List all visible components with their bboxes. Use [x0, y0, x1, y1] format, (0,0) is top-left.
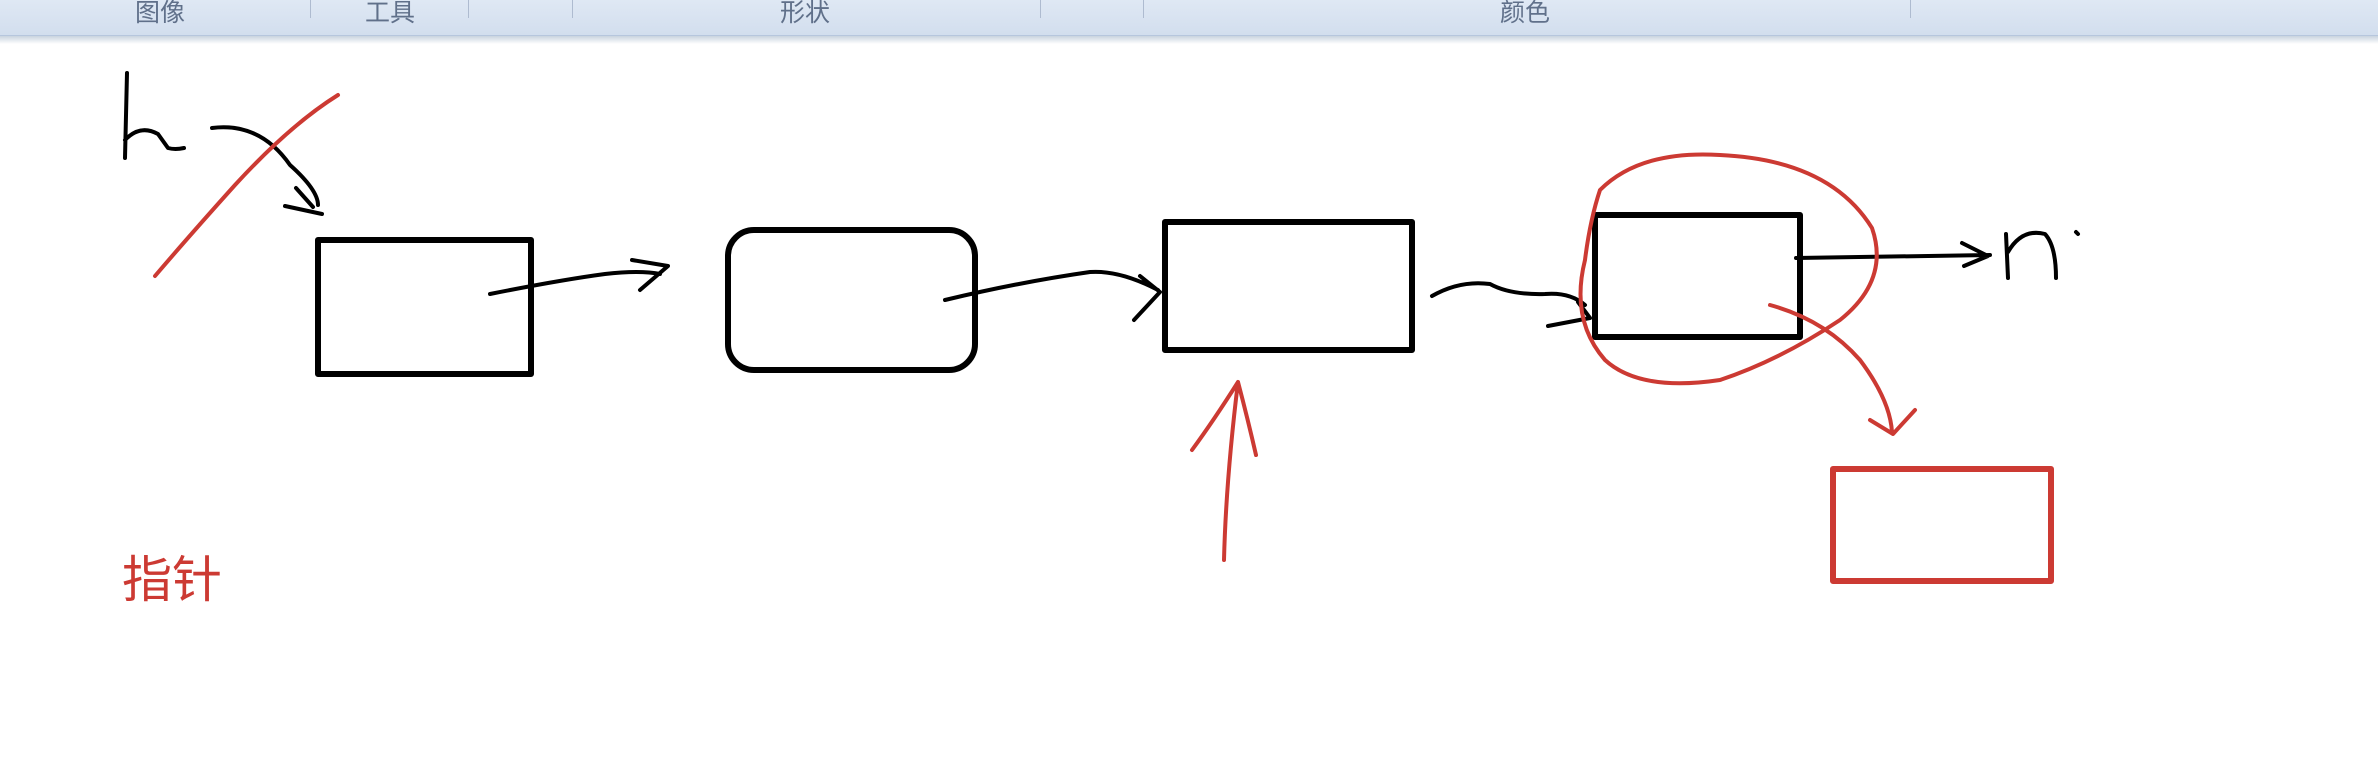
arrow-node4-to-null — [1794, 241, 1992, 268]
list-node-4 — [1592, 212, 1803, 340]
ribbon-group-tools[interactable]: 工具 — [364, 0, 415, 27]
ribbon-group-colors[interactable]: 颜色 — [1499, 0, 1550, 27]
handwritten-n — [2004, 230, 2080, 280]
ribbon-group-shapes[interactable]: 形状 — [779, 0, 830, 27]
ribbon-separator — [1910, 0, 1911, 18]
arrow-to-new-node — [1768, 303, 1917, 436]
ribbon-shadow — [0, 36, 2378, 44]
list-node-2 — [725, 227, 978, 373]
ribbon-separator — [572, 0, 573, 18]
ribbon-separator — [1143, 0, 1144, 18]
list-node-1 — [315, 237, 534, 377]
handwritten-h — [123, 71, 186, 160]
paint-canvas[interactable]: 指针 — [0, 44, 2378, 770]
arrow-head-to-node1 — [210, 125, 324, 216]
arrow-node2-to-node3 — [943, 269, 1162, 322]
ribbon-separator — [468, 0, 469, 18]
annotation-text: 指针 — [122, 551, 222, 609]
ribbon-group-image[interactable]: 图像 — [134, 0, 185, 27]
arrow-node1-to-node2 — [488, 258, 670, 296]
list-node-3 — [1162, 219, 1415, 353]
ribbon-separator — [1040, 0, 1041, 18]
strike-out-line — [153, 93, 340, 278]
arrow-node3-to-node4 — [1430, 281, 1592, 328]
pointer-arrow — [1190, 380, 1258, 562]
circle-highlight — [1578, 152, 1879, 386]
ribbon-separator — [310, 0, 311, 18]
new-list-node — [1830, 466, 2054, 584]
ribbon-toolbar: 图像 工具 形状 颜色 — [0, 0, 2378, 36]
